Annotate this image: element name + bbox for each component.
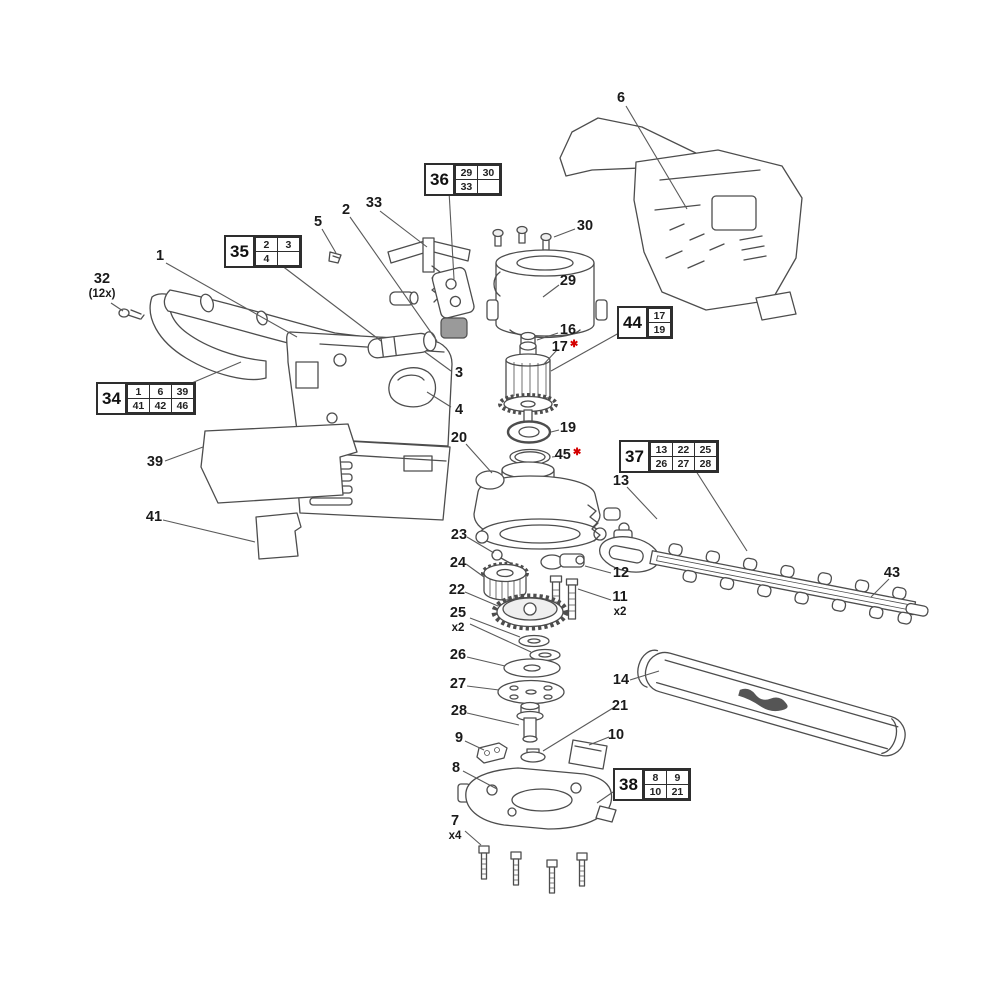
leader-line bbox=[536, 332, 559, 341]
leader-line bbox=[426, 391, 452, 408]
part-14-blade-cover bbox=[637, 649, 906, 757]
part-19-bearing bbox=[506, 420, 552, 444]
leader-line bbox=[693, 467, 748, 552]
part-32-screw bbox=[118, 308, 145, 320]
leader-line bbox=[469, 617, 521, 638]
leader-line bbox=[165, 262, 298, 338]
part-21-eccentric bbox=[520, 748, 546, 763]
leader-line bbox=[542, 284, 560, 298]
part-27-cam-plate bbox=[497, 679, 565, 705]
part-43-blade-tip bbox=[897, 602, 929, 625]
part-4-guard bbox=[388, 367, 437, 408]
part-11-bolts bbox=[549, 575, 579, 620]
part-9-clamp bbox=[476, 742, 508, 764]
leader-line bbox=[550, 332, 620, 372]
leader-line bbox=[276, 261, 382, 342]
leader-line bbox=[110, 302, 124, 312]
part-30-screws bbox=[492, 225, 552, 251]
part-8-base-plate bbox=[457, 767, 617, 830]
part-22-main-gear bbox=[491, 593, 569, 631]
leader-line bbox=[625, 105, 688, 210]
leader-line bbox=[379, 210, 428, 248]
part-1-left-housing bbox=[149, 289, 453, 521]
leader-lines bbox=[110, 105, 890, 846]
part-13-blade bbox=[599, 536, 929, 625]
part-2-33-switch-assembly bbox=[387, 237, 475, 339]
leader-line bbox=[870, 578, 890, 598]
leader-line bbox=[466, 712, 520, 726]
leader-line bbox=[464, 591, 499, 607]
part-23-screw bbox=[491, 549, 511, 564]
part-17-armature bbox=[498, 341, 558, 423]
leader-line bbox=[588, 736, 610, 746]
leader-line bbox=[321, 228, 337, 254]
part-10-block bbox=[568, 739, 608, 770]
part-12-tensioner bbox=[540, 553, 585, 570]
leader-line bbox=[550, 429, 560, 433]
leader-line bbox=[464, 740, 485, 751]
part-5-clip bbox=[328, 251, 342, 264]
leader-line bbox=[349, 216, 438, 342]
part-29-motor-stator bbox=[486, 249, 608, 339]
part-26-washer bbox=[503, 658, 561, 678]
leader-line bbox=[466, 536, 495, 554]
part-25-washers bbox=[518, 634, 561, 662]
leader-line bbox=[164, 446, 204, 462]
leader-line bbox=[551, 455, 561, 458]
part-41-label-sticker bbox=[255, 512, 302, 560]
leader-line bbox=[462, 770, 498, 790]
leader-line bbox=[465, 563, 485, 578]
leader-line bbox=[626, 486, 658, 520]
leader-line bbox=[162, 519, 256, 543]
part-3-roller bbox=[367, 331, 437, 359]
part-28-spindle bbox=[516, 701, 544, 743]
leader-line bbox=[448, 190, 455, 280]
part-6-right-housing bbox=[559, 117, 803, 321]
leader-line bbox=[466, 656, 506, 667]
leader-line bbox=[466, 685, 500, 691]
leader-line bbox=[542, 707, 614, 752]
part-20-gearbox bbox=[473, 461, 633, 550]
leader-line bbox=[596, 791, 614, 804]
leader-line bbox=[469, 623, 532, 653]
leader-line bbox=[465, 443, 493, 474]
part-24-pinion-gear bbox=[481, 562, 529, 601]
part-39-label-sticker bbox=[200, 423, 358, 504]
brand-squiggle bbox=[738, 688, 788, 712]
leader-line bbox=[577, 588, 612, 601]
leader-line bbox=[464, 830, 482, 846]
part-7-screws bbox=[478, 845, 588, 894]
leader-line bbox=[424, 351, 452, 372]
leader-line bbox=[542, 349, 558, 366]
leader-line bbox=[553, 228, 576, 238]
leader-line bbox=[584, 565, 612, 574]
leader-line bbox=[629, 670, 660, 681]
